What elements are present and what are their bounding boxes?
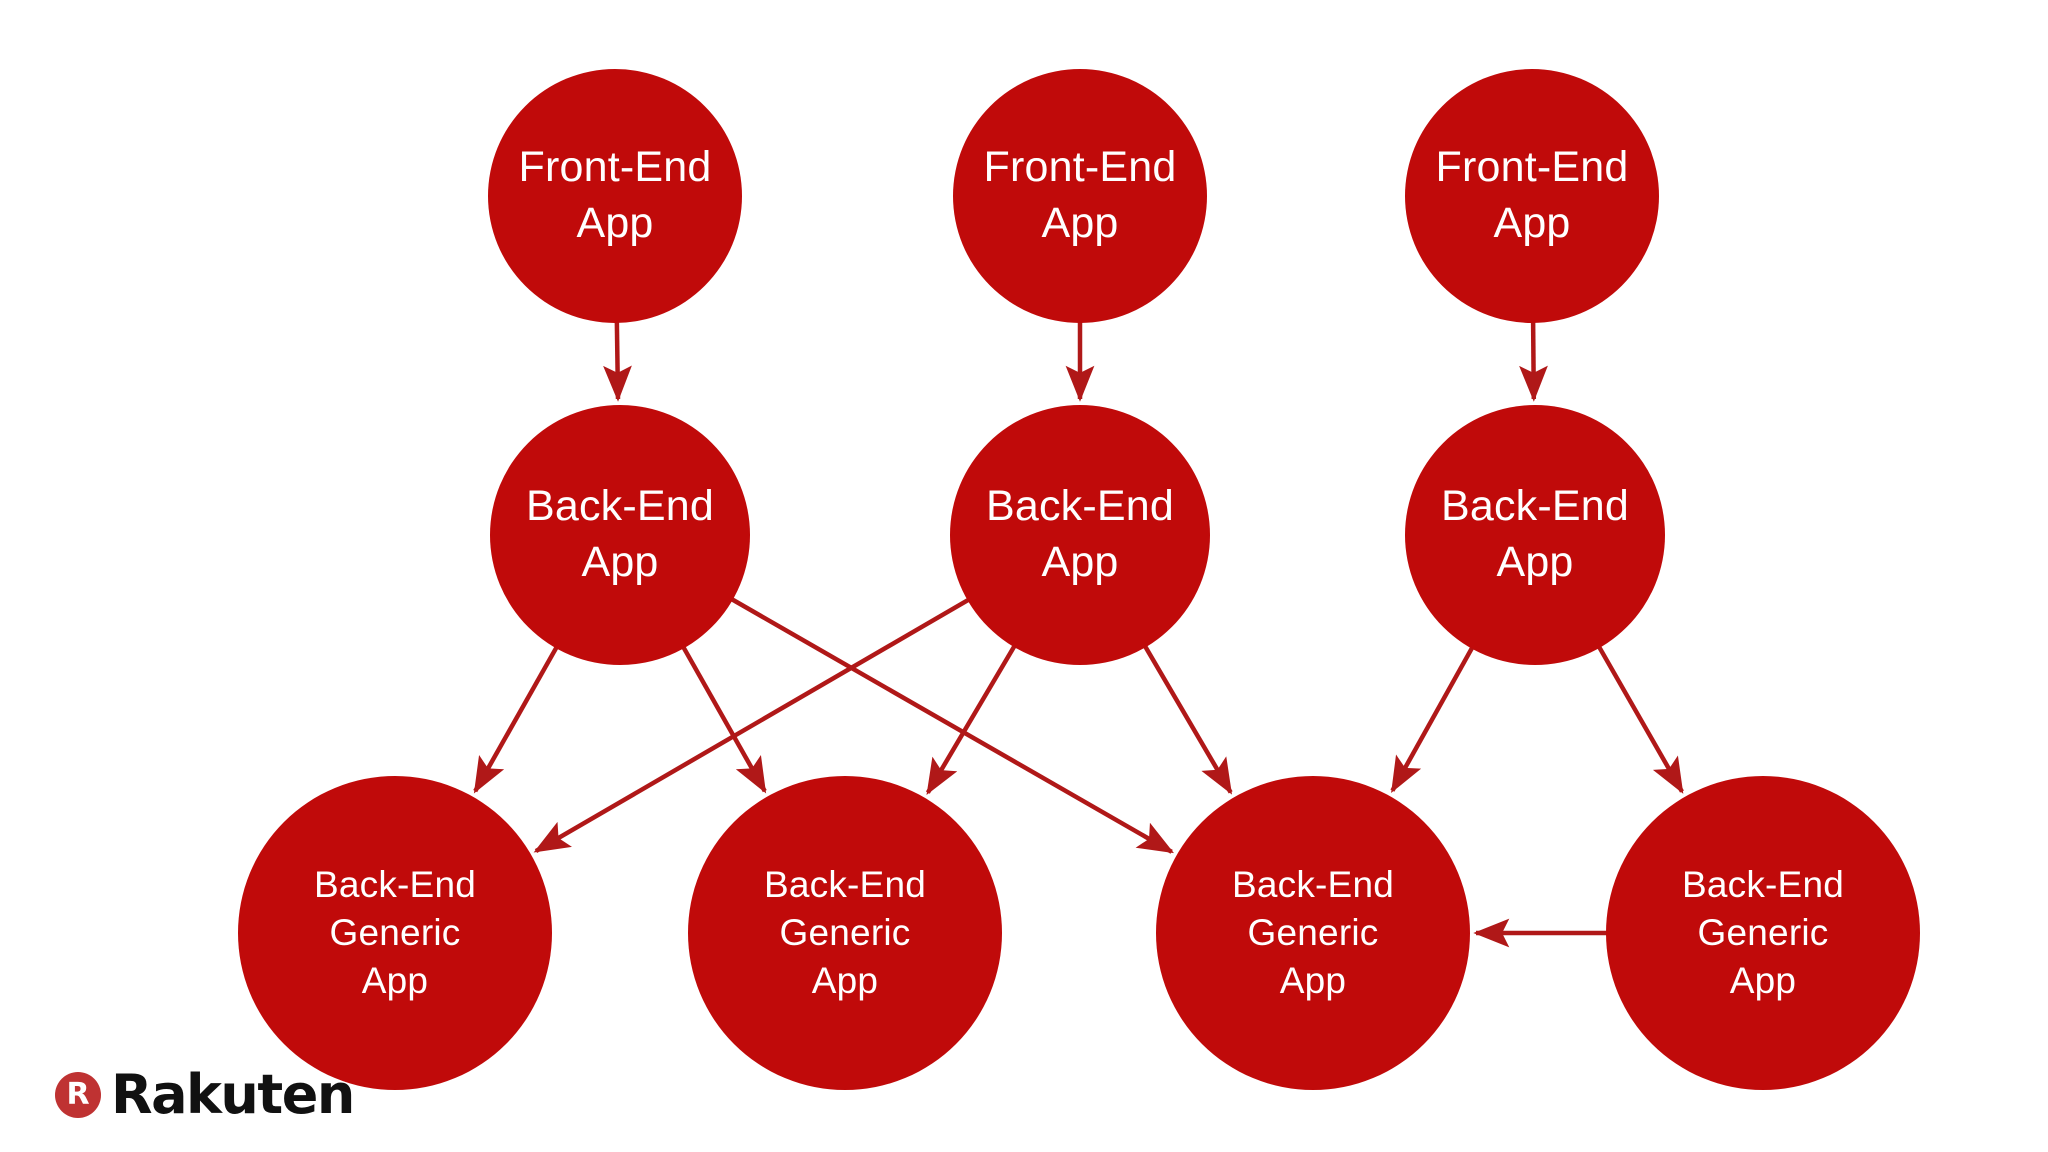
node-circle-be2[interactable] (950, 405, 1210, 665)
edge-arrow (1596, 644, 1684, 794)
rakuten-wordmark: Rakuten (111, 1063, 355, 1126)
edges-layer (473, 320, 1684, 948)
edge-arrow (1142, 644, 1233, 795)
nodes-layer (238, 69, 1920, 1090)
edge-arrow (473, 645, 559, 794)
edge-arrow (729, 596, 1174, 854)
edge-arrow (681, 645, 767, 794)
node-circle-fe2[interactable] (953, 69, 1207, 323)
edge-arrow (1519, 320, 1548, 402)
node-circle-be3[interactable] (1405, 405, 1665, 665)
node-circle-be1[interactable] (490, 405, 750, 665)
edge-arrow (925, 644, 1017, 795)
edge-arrow (533, 597, 971, 854)
edge-arrow (1390, 645, 1475, 794)
node-circle-bg2[interactable] (688, 776, 1002, 1090)
rakuten-mark-icon: R (55, 1072, 101, 1118)
node-circle-fe3[interactable] (1405, 69, 1659, 323)
node-circle-bg1[interactable] (238, 776, 552, 1090)
node-circle-bg3[interactable] (1156, 776, 1470, 1090)
rakuten-logo: R Rakuten (55, 1063, 355, 1126)
node-circle-bg4[interactable] (1606, 776, 1920, 1090)
edge-arrow (603, 320, 632, 402)
node-circle-fe1[interactable] (488, 69, 742, 323)
